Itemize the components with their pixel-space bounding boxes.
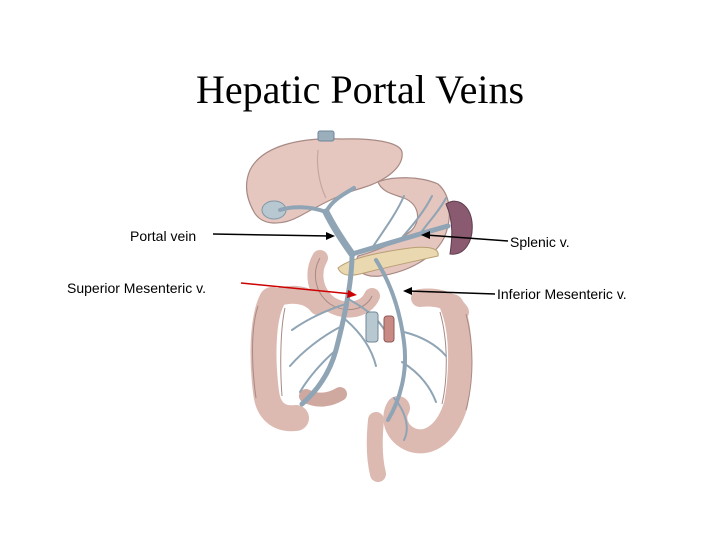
leader-portal-vein (212, 233, 331, 237)
splenic-vein-vessel (349, 223, 451, 257)
pancreas (337, 246, 439, 276)
leader-splenic (425, 234, 509, 242)
inferior-mesenteric-vein-vessel (374, 258, 408, 422)
label-inferior-mesenteric-vein: Inferior Mesenteric v. (497, 286, 627, 302)
label-portal-vein: Portal vein (130, 228, 197, 244)
spleen (445, 200, 473, 255)
portal-vein-vessel (322, 208, 356, 258)
rectum (366, 412, 386, 482)
leader-lines (212, 231, 509, 298)
veins (278, 186, 451, 441)
label-splenic-vein: Splenic v. (510, 234, 570, 250)
leader-inferior-mesenteric (407, 290, 496, 295)
slide-title: Hepatic Portal Veins (195, 67, 525, 112)
label-superior-mesenteric-vein: Superior Mesenteric v. (67, 280, 207, 296)
leader-superior-mesenteric (240, 282, 353, 295)
descending-colon (383, 294, 473, 454)
ascending-colon (250, 287, 309, 432)
